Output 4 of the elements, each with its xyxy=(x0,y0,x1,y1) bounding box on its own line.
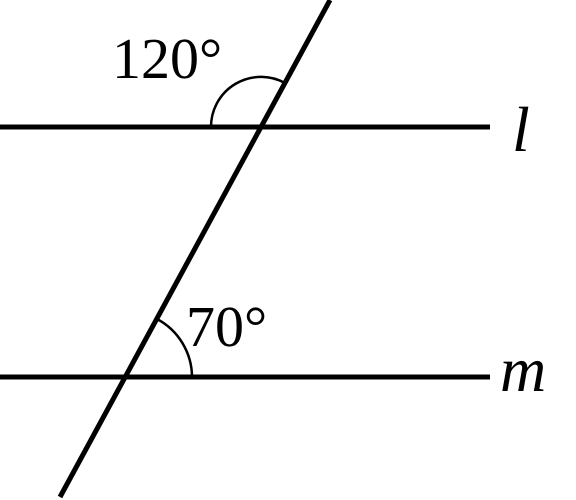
line-label: l xyxy=(512,98,530,162)
angle-label: 120° xyxy=(112,30,222,88)
line-label: m xyxy=(500,338,546,402)
angle-label: 70° xyxy=(186,298,268,356)
